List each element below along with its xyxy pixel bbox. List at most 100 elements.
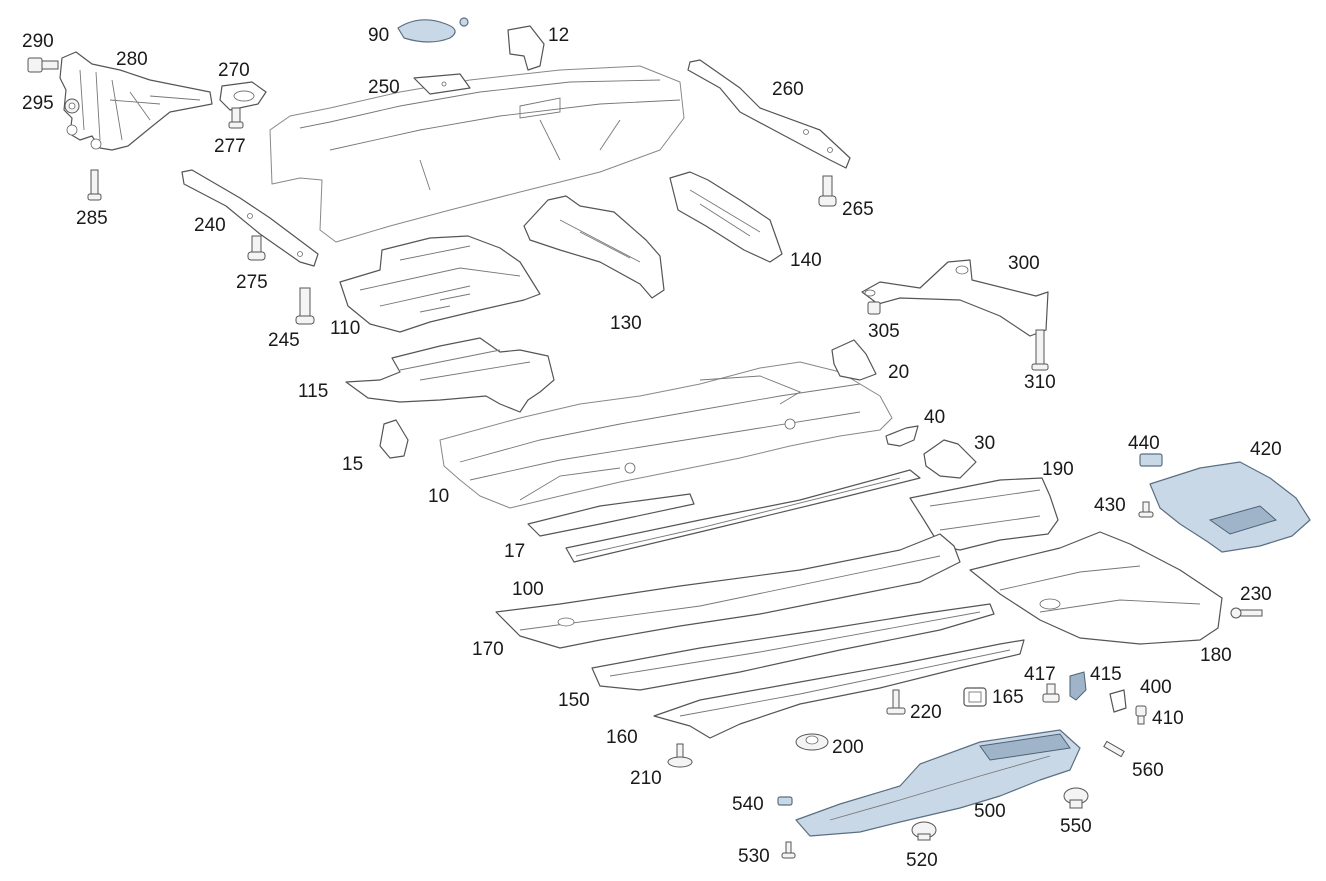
callout-305: 305 bbox=[868, 321, 900, 342]
part-240-rail bbox=[181, 169, 319, 267]
part-160-panel bbox=[653, 639, 1025, 739]
part-17-strip bbox=[527, 493, 695, 537]
part-430-bolt bbox=[1138, 501, 1154, 518]
part-15-bracket bbox=[379, 419, 409, 459]
part-bulkhead bbox=[269, 65, 685, 243]
part-285-bolt bbox=[87, 169, 102, 201]
callout-520: 520 bbox=[906, 850, 938, 871]
part-280-bracket bbox=[59, 51, 213, 151]
callout-17: 17 bbox=[504, 541, 525, 562]
callout-12: 12 bbox=[548, 25, 569, 46]
part-20-bracket bbox=[831, 339, 877, 381]
part-140-member bbox=[669, 171, 783, 263]
callout-30: 30 bbox=[974, 433, 995, 454]
callout-400: 400 bbox=[1140, 677, 1172, 698]
callout-417: 417 bbox=[1024, 664, 1056, 685]
part-180-tray bbox=[969, 531, 1223, 645]
part-400-clip bbox=[1109, 689, 1127, 713]
callout-15: 15 bbox=[342, 454, 363, 475]
part-415-bracket bbox=[1069, 671, 1087, 701]
callout-170: 170 bbox=[472, 639, 504, 660]
part-277-bolt bbox=[228, 107, 244, 129]
callout-285: 285 bbox=[76, 208, 108, 229]
part-250-plate bbox=[413, 73, 471, 95]
callout-10: 10 bbox=[428, 486, 449, 507]
part-12-bracket bbox=[507, 25, 545, 71]
part-200-grommet bbox=[795, 733, 829, 751]
callout-240: 240 bbox=[194, 215, 226, 236]
callout-245: 245 bbox=[268, 330, 300, 351]
part-305-bolt bbox=[867, 301, 881, 315]
part-290-bolt bbox=[27, 57, 59, 73]
callout-180: 180 bbox=[1200, 645, 1232, 666]
callout-550: 550 bbox=[1060, 816, 1092, 837]
part-110-floor-panel bbox=[339, 235, 541, 333]
part-275-bolt bbox=[247, 235, 266, 261]
callout-560: 560 bbox=[1132, 760, 1164, 781]
callout-540: 540 bbox=[732, 794, 764, 815]
callout-280: 280 bbox=[116, 49, 148, 70]
callout-165: 165 bbox=[992, 687, 1024, 708]
callout-415: 415 bbox=[1090, 664, 1122, 685]
callout-430: 430 bbox=[1094, 495, 1126, 516]
part-417-bolt bbox=[1042, 683, 1060, 703]
part-260-rail bbox=[687, 59, 851, 169]
callout-260: 260 bbox=[772, 79, 804, 100]
part-310-bolt bbox=[1031, 329, 1049, 371]
part-550-nut bbox=[1063, 787, 1089, 809]
part-560-pin bbox=[1103, 740, 1125, 758]
callout-230: 230 bbox=[1240, 584, 1272, 605]
callout-210: 210 bbox=[630, 768, 662, 789]
part-295-nut bbox=[64, 98, 80, 114]
part-115-panel bbox=[345, 337, 555, 413]
callout-440: 440 bbox=[1128, 433, 1160, 454]
part-40-bracket bbox=[885, 425, 919, 447]
callout-20: 20 bbox=[888, 362, 909, 383]
callout-160: 160 bbox=[606, 727, 638, 748]
callout-130: 130 bbox=[610, 313, 642, 334]
callout-90: 90 bbox=[368, 25, 389, 46]
callout-labels: 12 90 250 260 265 290 280 270 295 277 28… bbox=[22, 25, 1282, 871]
callout-310: 310 bbox=[1024, 372, 1056, 393]
part-10-main-floor bbox=[439, 361, 893, 509]
callout-40: 40 bbox=[924, 407, 945, 428]
callout-265: 265 bbox=[842, 199, 874, 220]
callout-290: 290 bbox=[22, 31, 54, 52]
part-100-sill bbox=[565, 469, 921, 563]
callout-295: 295 bbox=[22, 93, 54, 114]
callout-250: 250 bbox=[368, 77, 400, 98]
part-265-bolt bbox=[818, 175, 837, 207]
part-230-pin bbox=[1230, 607, 1263, 619]
part-420-shield bbox=[1149, 461, 1311, 553]
part-440-clip bbox=[1139, 453, 1163, 467]
callout-110: 110 bbox=[330, 318, 360, 339]
callout-270: 270 bbox=[218, 60, 250, 81]
callout-220: 220 bbox=[910, 702, 942, 723]
callout-300: 300 bbox=[1008, 253, 1040, 274]
part-220-bolt bbox=[886, 689, 906, 715]
callout-500: 500 bbox=[974, 801, 1006, 822]
callout-200: 200 bbox=[832, 737, 864, 758]
part-500-shield bbox=[795, 729, 1081, 837]
callout-410: 410 bbox=[1152, 708, 1184, 729]
part-170-panel bbox=[495, 533, 961, 649]
callout-150: 150 bbox=[558, 690, 590, 711]
part-540-clip bbox=[777, 796, 793, 806]
part-270-mount bbox=[219, 81, 267, 111]
part-520-nut bbox=[911, 821, 937, 841]
part-530-bolt bbox=[781, 841, 796, 859]
part-30-bracket bbox=[923, 439, 977, 479]
part-90-cap bbox=[397, 17, 469, 43]
part-245-bolt bbox=[295, 287, 315, 325]
callout-140: 140 bbox=[790, 250, 822, 271]
callout-530: 530 bbox=[738, 846, 770, 867]
callout-275: 275 bbox=[236, 272, 268, 293]
part-150-panel bbox=[591, 603, 995, 691]
part-210-pin bbox=[667, 743, 693, 768]
callout-420: 420 bbox=[1250, 439, 1282, 460]
callout-190: 190 bbox=[1042, 459, 1074, 480]
callout-100: 100 bbox=[512, 579, 544, 600]
part-130-member bbox=[523, 195, 665, 299]
part-300-brace bbox=[861, 259, 1049, 337]
